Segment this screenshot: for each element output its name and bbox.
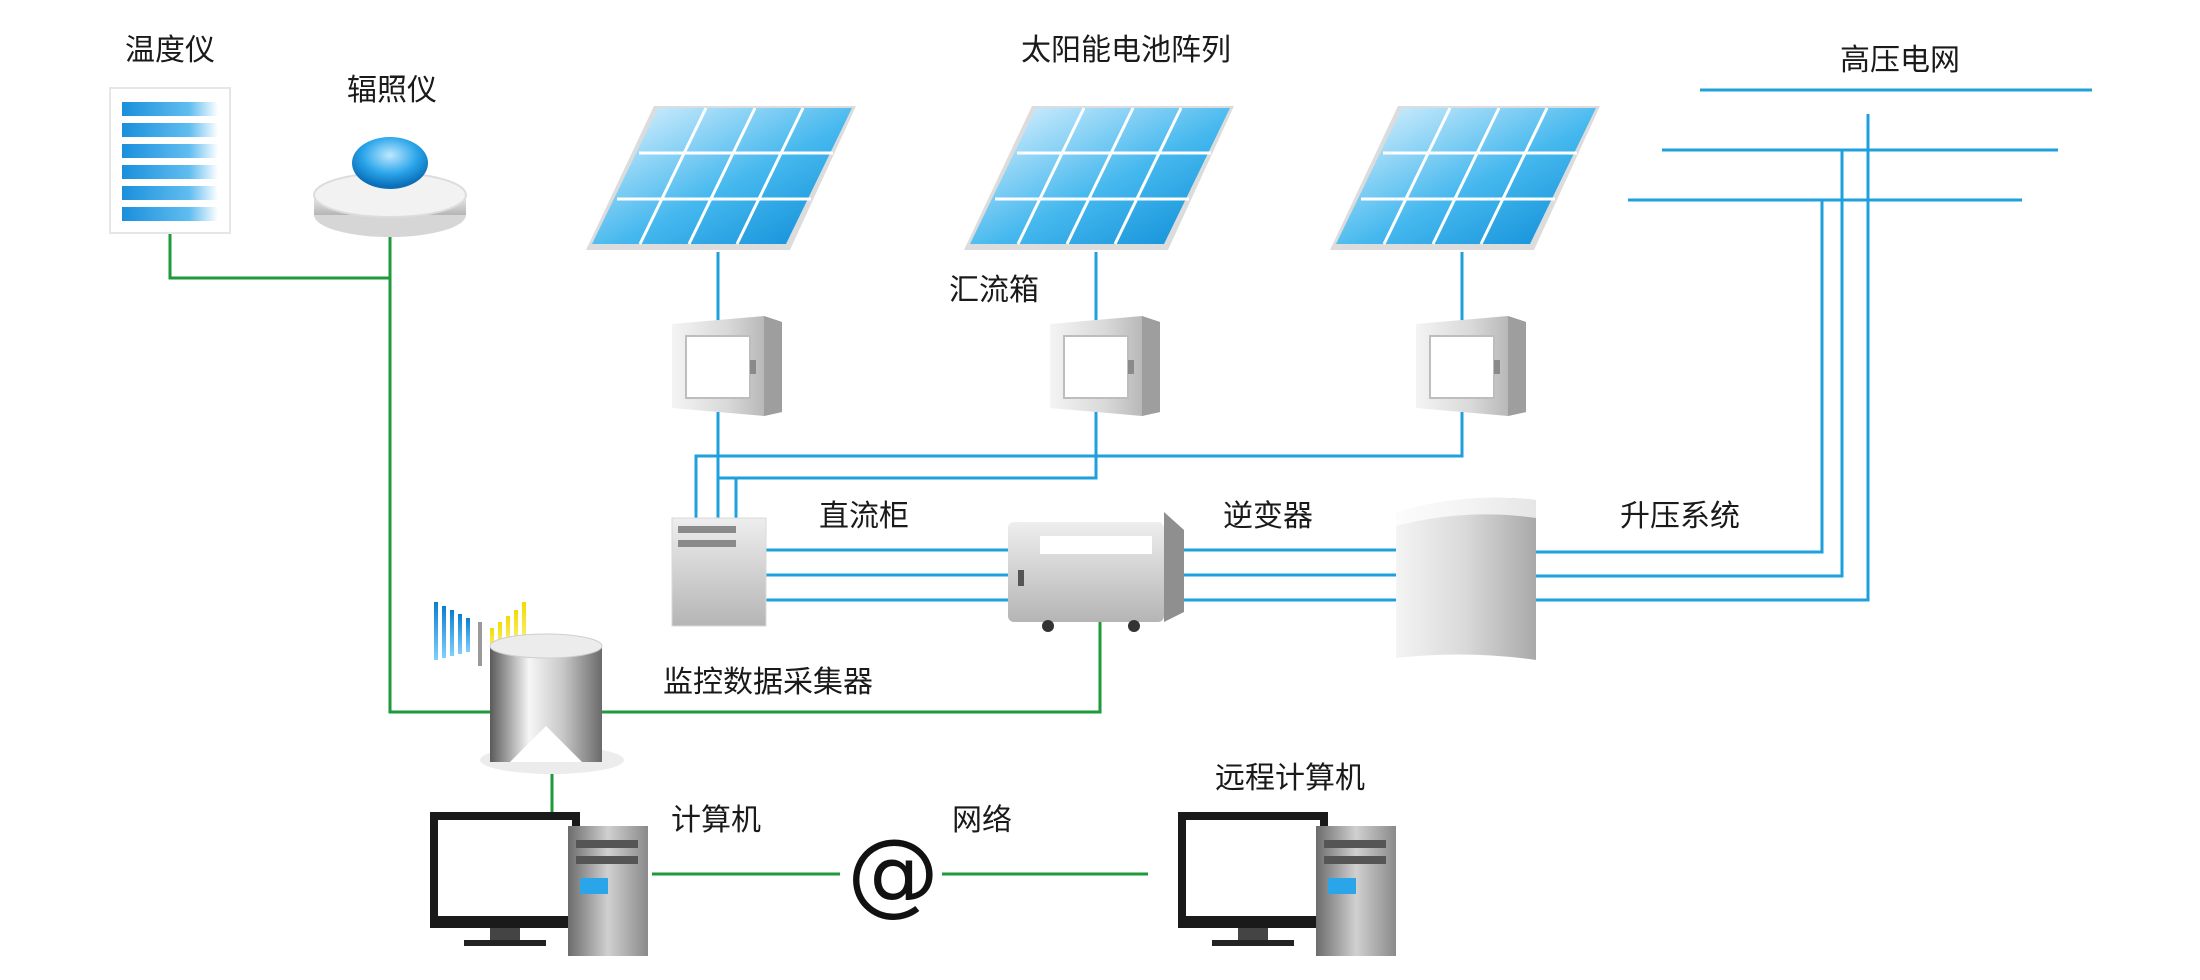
booster-system-icon bbox=[1396, 497, 1536, 660]
inverter-label: 逆变器 bbox=[1223, 499, 1313, 534]
power-lines bbox=[694, 88, 2092, 602]
computer-label: 计算机 bbox=[671, 803, 761, 838]
remote-computer-icon bbox=[1178, 812, 1396, 956]
network-label: 网络 bbox=[952, 803, 1012, 838]
power-line-booster-grid-3 bbox=[1534, 114, 1870, 602]
thermometer-icon bbox=[109, 87, 231, 234]
solar-panel-1 bbox=[586, 106, 856, 250]
irradiance-meter-label: 辐照仪 bbox=[347, 73, 437, 108]
power-line-combiner3-dc bbox=[694, 412, 1464, 520]
irradiance-meter-icon bbox=[313, 137, 467, 237]
computer-icon bbox=[430, 812, 648, 956]
solar-array-label: 太阳能电池阵列 bbox=[1021, 33, 1231, 68]
thermometer-label: 温度仪 bbox=[125, 33, 215, 68]
dc-cabinet-icon bbox=[671, 517, 767, 627]
booster-system-label: 升压系统 bbox=[1620, 499, 1740, 534]
data-collector-label: 监控数据采集器 bbox=[663, 665, 873, 700]
data-line-collector-inverter bbox=[600, 620, 1102, 714]
data-lines bbox=[168, 232, 1148, 876]
data-line-thermometer bbox=[168, 232, 390, 280]
dc-cabinet-label: 直流柜 bbox=[819, 499, 909, 534]
combiner-box-label: 汇流箱 bbox=[949, 273, 1039, 308]
combiner-box-1 bbox=[672, 316, 782, 416]
power-line-booster-grid-1 bbox=[1534, 200, 1824, 554]
combiner-box-2 bbox=[1050, 316, 1160, 416]
solar-panel-3 bbox=[1330, 106, 1600, 250]
signal-icon bbox=[434, 602, 526, 666]
combiner-box-3 bbox=[1416, 316, 1526, 416]
remote-computer-label: 远程计算机 bbox=[1215, 761, 1365, 796]
grid-label: 高压电网 bbox=[1840, 43, 1960, 78]
inverter-icon bbox=[1008, 512, 1184, 632]
network-at-icon: @ bbox=[847, 819, 939, 926]
solar-panel-2 bbox=[964, 106, 1234, 250]
power-line-combiner2-dc bbox=[716, 412, 1098, 520]
power-line-booster-grid-2 bbox=[1534, 150, 1844, 578]
data-line-irradiance-to-collector bbox=[388, 235, 490, 714]
data-collector-icon bbox=[434, 602, 624, 774]
